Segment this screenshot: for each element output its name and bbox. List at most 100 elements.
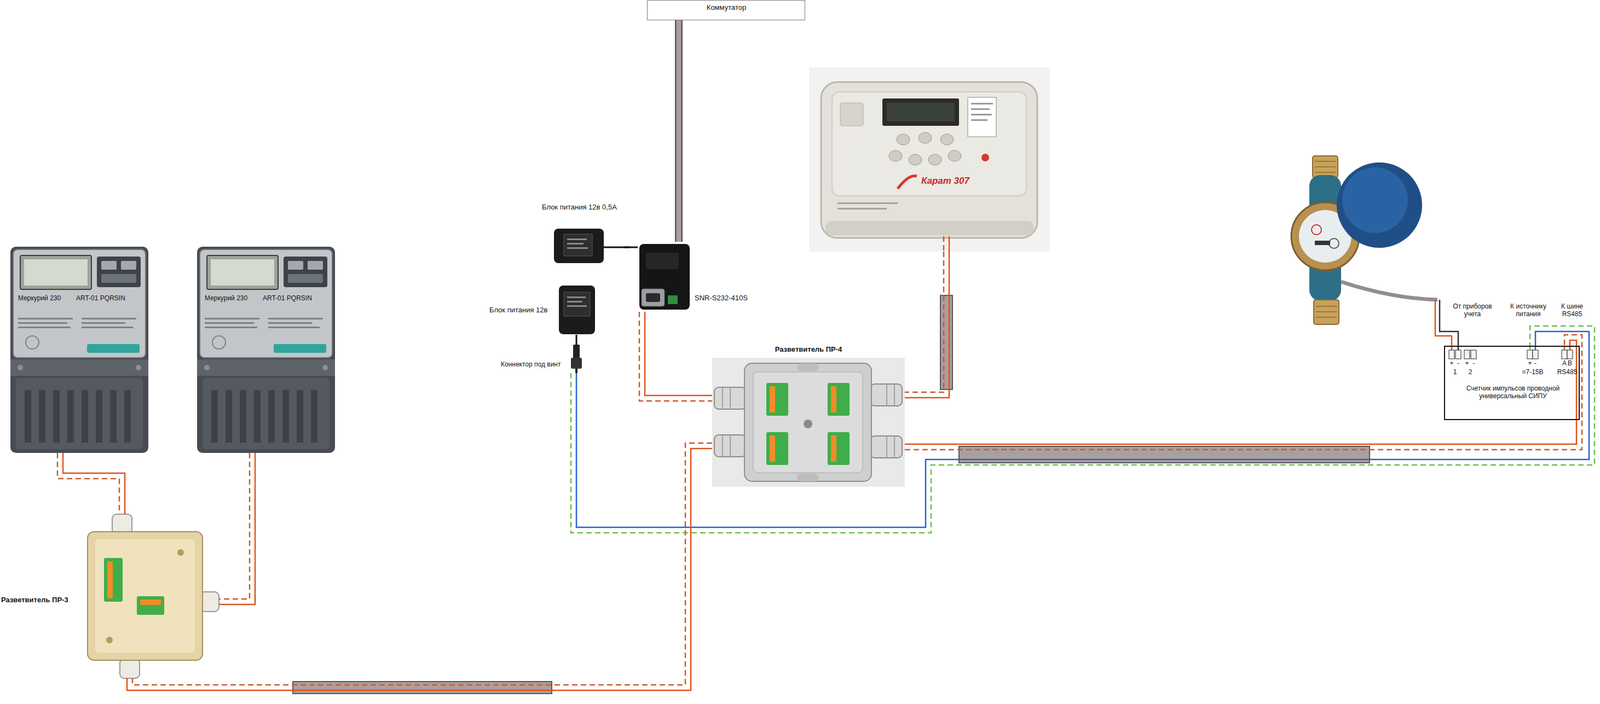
heat-calculator-drawing-part (832, 91, 1027, 196)
wire-line (576, 331, 1590, 528)
electricity-meter: Меркурий 230ART-01 PQRSIN (197, 246, 335, 454)
power-adapter-drawing-part (567, 296, 586, 299)
heat-calculator-drawing-part (971, 102, 993, 105)
cable-core (676, 20, 682, 242)
junction-box-drawing-part (107, 561, 113, 599)
heat-calculator-drawing-part (840, 102, 864, 126)
terminal-label: + (1464, 360, 1469, 368)
serial-server-drawing (639, 244, 690, 310)
heat-calculator-drawing-part (940, 134, 954, 146)
wire-line (904, 251, 944, 393)
terminal-label: От приборов учета (1447, 303, 1498, 319)
power-adapter-drawing-part (567, 238, 587, 241)
serial-server-drawing-part (667, 295, 678, 305)
heat-calculator-drawing-part (897, 175, 917, 189)
cable-outline (674, 20, 683, 242)
junction-box-drawing-part (140, 599, 161, 606)
water-meter-drawing-part (1312, 156, 1338, 178)
power-adapter-drawing (558, 285, 596, 335)
terminal-block-part (1464, 350, 1470, 360)
heat-calculator-drawing-part (981, 153, 990, 162)
wire (126, 443, 713, 691)
serial-server-drawing-part (645, 252, 679, 270)
power-adapter: Блок питания 12в (487, 281, 597, 335)
cord-line (575, 334, 578, 345)
connector-drawing (570, 344, 582, 374)
terminal-block-part (1527, 350, 1533, 360)
water-meter-drawing-part (1342, 167, 1408, 234)
node-label: Счетчик импульсов проводной универсальны… (1450, 385, 1576, 401)
heat-calculator-drawing-part (971, 119, 988, 121)
junction-box-drawing-part (712, 357, 905, 488)
power-adapter-drawing-part (567, 247, 588, 250)
junction-box-drawing-part (827, 383, 850, 417)
serial-server: SNR-S232-410S (637, 241, 767, 313)
terminal-block-part (1561, 350, 1568, 360)
heat-calculator-drawing-part (948, 150, 962, 162)
terminal-label: A (1562, 360, 1567, 368)
connector-drawing-part (575, 368, 578, 374)
wire-line (126, 448, 713, 691)
terminal-label: B (1567, 360, 1573, 368)
node-label: Карат 307 (921, 175, 970, 187)
junction-box-drawing-part (830, 386, 837, 413)
wire (570, 326, 1595, 534)
water-meter-drawing-part (1341, 281, 1438, 300)
water-meter-drawing-part (1435, 299, 1452, 351)
junction-box-drawing-part (827, 432, 850, 466)
terminal-label: RS485 (1557, 368, 1578, 377)
water-meter-drawing-part (1315, 306, 1337, 318)
electricity-meter: Меркурий 230ART-01 PQRSIN (10, 246, 149, 454)
wire-line (218, 453, 250, 600)
junction-box-drawing-part (95, 539, 195, 654)
junction-box-drawing-part (766, 383, 789, 417)
network-cable (678, 20, 680, 242)
wire-line (132, 443, 713, 686)
water-meter-drawing-part (1313, 299, 1339, 325)
power-adapter: Блок питания 12в 0,5А (541, 203, 625, 265)
wire-line (57, 453, 120, 515)
node-label: Разветвитель ПР-3 (1, 596, 69, 605)
heat-calculator: Карат 307 (809, 67, 1050, 252)
terminal-label: К источнику питания (1502, 303, 1555, 319)
junction-box-drawing-part (769, 386, 776, 413)
terminal-label: =7-15В (1521, 368, 1544, 377)
node-label: Коммутатор (706, 3, 747, 13)
connector-drawing-part (570, 357, 582, 369)
wire-line (904, 251, 950, 398)
wire-line (904, 334, 1582, 450)
junction-box-drawing-part (119, 659, 140, 679)
wire (218, 453, 256, 605)
junction-box: Разветвитель ПР-3 (0, 514, 219, 679)
power-adapter-drawing-part (567, 243, 584, 245)
heat-calculator-drawing-part (809, 67, 1050, 252)
junction-box-drawing-part (106, 637, 113, 644)
heat-calculator-drawing-part (837, 202, 898, 205)
terminal-block-part (1470, 350, 1477, 360)
heat-calculator-drawing (809, 67, 1050, 252)
node-label: ART-01 PQRSIN (262, 295, 313, 303)
heat-calculator-drawing-part (928, 154, 942, 166)
power-adapter-drawing-part (567, 301, 583, 303)
junction-box: Разветвитель ПР-4 (712, 343, 905, 488)
pulse-counter: Счетчик импульсов проводной универсальны… (1443, 345, 1580, 421)
serial-server-drawing-part (645, 293, 661, 303)
water-meter-drawing-part (1329, 238, 1339, 249)
terminal-block-part (1448, 350, 1455, 360)
heat-calculator-drawing-part (918, 132, 932, 144)
junction-box-drawing-part (136, 596, 165, 616)
junction-box-drawing-part (744, 363, 872, 482)
cable-segment-part (940, 295, 953, 390)
power-adapter-drawing-part (553, 228, 604, 264)
heat-calculator-drawing-part (971, 113, 992, 116)
cable-segment-part (292, 682, 552, 695)
terminal-label: - (1534, 360, 1537, 368)
wire (639, 312, 713, 402)
node-label: ART-01 PQRSIN (76, 295, 126, 303)
heat-calculator-drawing-part (882, 98, 960, 126)
node-label: Блок питания 12в 0,5А (541, 203, 617, 212)
heat-calculator-drawing-part (896, 134, 910, 146)
cable-segment-part (959, 446, 1370, 464)
wire-line (570, 326, 1595, 534)
